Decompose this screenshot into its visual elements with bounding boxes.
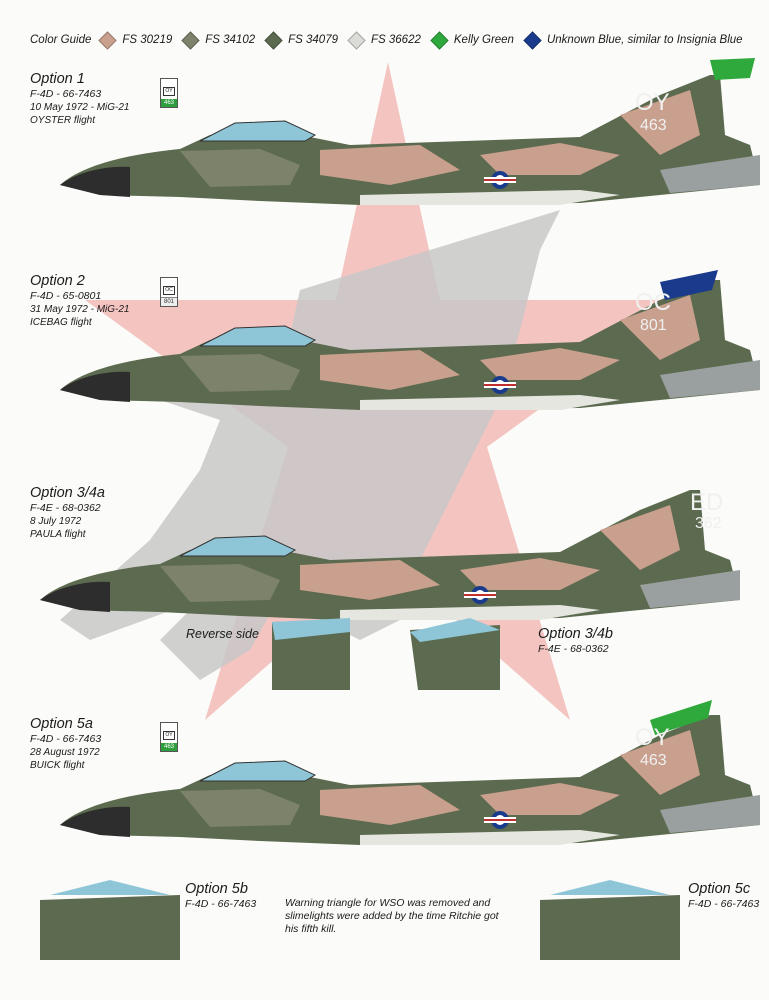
tag-code: OY xyxy=(163,87,175,96)
tail-code: OY xyxy=(635,724,670,751)
swatch-unknown-blue: Unknown Blue, similar to Insignia Blue xyxy=(523,30,743,50)
tail-code-tag: OY 463 xyxy=(160,722,178,752)
option-heading: Option 3/4b xyxy=(538,626,613,642)
option-5b-label: Option 5b F-4D - 66-7463 xyxy=(185,880,256,911)
option-heading: Option 1 xyxy=(30,71,85,87)
option-2-label: Option 2 F-4D - 65-0801 31 May 1972 - Mi… xyxy=(30,272,130,329)
option-serial: F-4D - 66-7463 xyxy=(30,733,102,745)
swatch-fs34102: FS 34102 xyxy=(181,30,256,50)
option-date: 8 July 1972 xyxy=(30,516,82,527)
swatch-label: FS 34102 xyxy=(205,34,256,46)
option-5c-insert xyxy=(540,880,680,960)
tail-code: ED xyxy=(690,489,723,516)
reverse-side-insert xyxy=(272,618,350,690)
tag-serial: 801 xyxy=(161,297,177,306)
option-3-4a-label: Option 3/4a F-4E - 68-0362 8 July 1972 P… xyxy=(30,484,105,541)
fin-tip-blue xyxy=(660,270,718,300)
option-5a-label: Option 5a F-4D - 66-7463 28 August 1972 … xyxy=(30,715,101,772)
swatch-fs36622: FS 36622 xyxy=(347,30,421,50)
tail-code: OY xyxy=(635,89,670,116)
option-heading: Option 3/4a xyxy=(30,485,105,501)
tail-code: OC xyxy=(635,289,671,316)
option-3-4b-label: Option 3/4b F-4E - 68-0362 xyxy=(538,625,613,656)
option-5b-insert xyxy=(40,880,180,960)
option-heading: Option 5a xyxy=(30,716,93,732)
option-flight: BUICK flight xyxy=(30,760,85,771)
reverse-side-label: Reverse side xyxy=(186,627,259,641)
option-3-4b-insert xyxy=(410,618,500,690)
swatch-label: FS 30219 xyxy=(122,34,173,46)
option-date: 28 August 1972 xyxy=(30,747,100,758)
tail-serial: 801 xyxy=(640,317,667,334)
tail-serial: 463 xyxy=(640,117,667,134)
fin-tip-green xyxy=(650,700,712,735)
swatch-kelly-green: Kelly Green xyxy=(430,30,514,50)
tag-serial: 463 xyxy=(161,99,177,107)
color-guide: Color Guide FS 30219 FS 34102 FS 34079 F… xyxy=(30,30,755,50)
swatch-fs34079: FS 34079 xyxy=(264,30,338,50)
tail-serial: 463 xyxy=(640,752,667,769)
warning-note: Warning triangle for WSO was removed and… xyxy=(285,897,499,935)
option-flight: OYSTER flight xyxy=(30,115,96,126)
option-date: 31 May 1972 - MiG-21 xyxy=(30,304,130,315)
tag-serial: 463 xyxy=(161,743,177,751)
aircraft-option-3-4a xyxy=(39,489,741,621)
tag-code: OY xyxy=(163,731,175,740)
option-date: 10 May 1972 - MiG-21 xyxy=(30,102,130,113)
option-serial: F-4E - 68-0362 xyxy=(30,502,101,514)
tail-code-tag: OY 463 xyxy=(160,78,178,108)
swatch-label: Unknown Blue, similar to Insignia Blue xyxy=(546,34,743,46)
option-flight: ICEBAG flight xyxy=(30,317,92,328)
option-serial: F-4D - 66-7463 xyxy=(30,88,102,100)
option-serial: F-4D - 66-7463 xyxy=(185,898,257,910)
swatch-label: Kelly Green xyxy=(453,34,514,46)
swatch-fs30219: FS 30219 xyxy=(98,30,173,50)
option-heading: Option 5c xyxy=(688,881,751,897)
option-heading: Option 5b xyxy=(185,881,248,897)
swatch-label: FS 36622 xyxy=(371,34,421,46)
option-serial: F-4D - 65-0801 xyxy=(30,290,102,302)
option-heading: Option 2 xyxy=(30,273,85,289)
option-5c-label: Option 5c F-4D - 66-7463 xyxy=(688,880,759,911)
color-guide-title: Color Guide xyxy=(30,34,92,46)
tag-code: OC xyxy=(163,286,175,295)
swatch-label: FS 34079 xyxy=(288,34,338,46)
tail-serial: 362 xyxy=(695,515,722,532)
option-serial: F-4D - 66-7463 xyxy=(688,898,760,910)
tail-code-tag: OC 801 xyxy=(160,277,178,307)
option-serial: F-4E - 68-0362 xyxy=(538,643,609,655)
option-flight: PAULA flight xyxy=(30,529,86,540)
fin-tip-green xyxy=(710,58,755,80)
option-1-label: Option 1 F-4D - 66-7463 10 May 1972 - Mi… xyxy=(30,70,130,127)
